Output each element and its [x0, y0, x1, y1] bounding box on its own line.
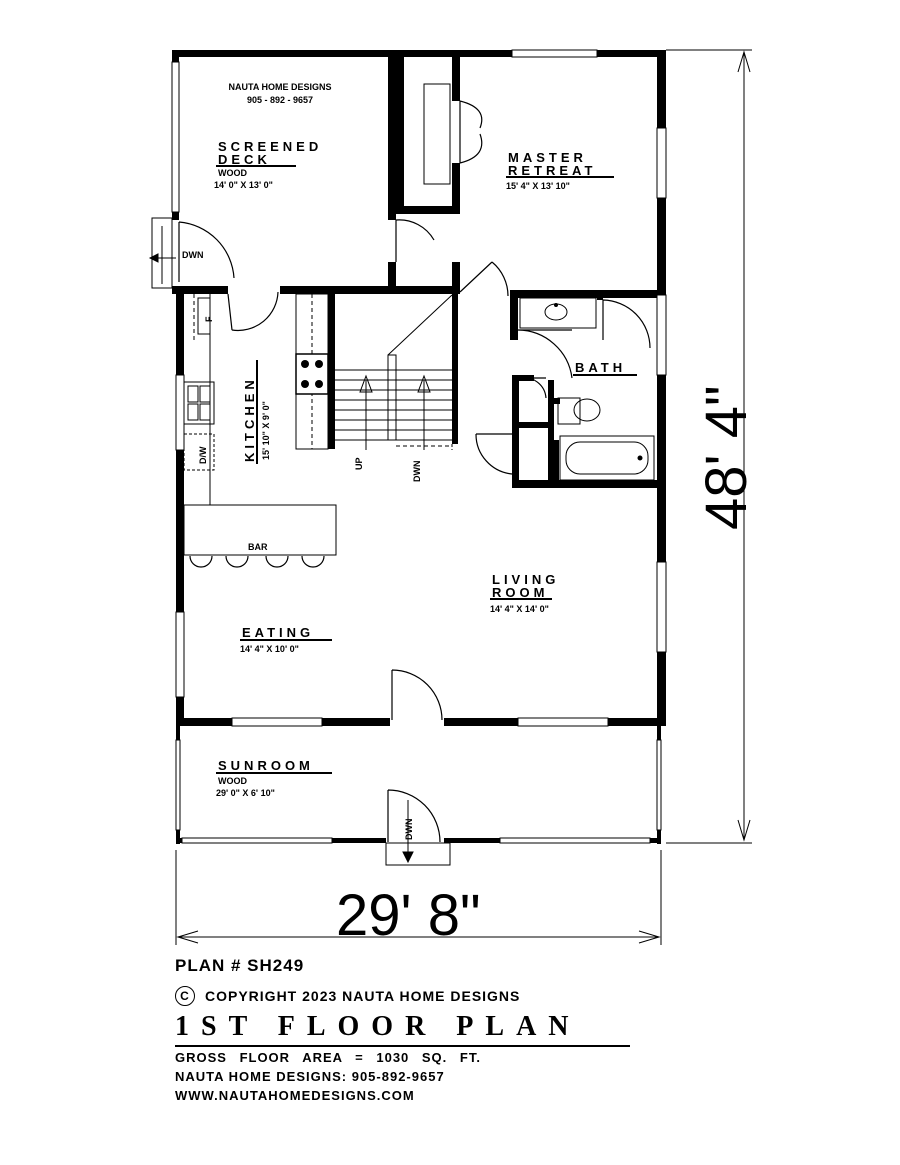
company-phone: 905 - 892 - 9657 — [247, 95, 313, 105]
website-link[interactable]: WWW.NAUTAHOMEDESIGNS.COM — [175, 1088, 415, 1103]
stair-up-label: UP — [354, 457, 364, 470]
bath-label: BATH — [575, 360, 626, 375]
copyright-line: C COPYRIGHT 2023 NAUTA HOME DESIGNS — [175, 986, 520, 1006]
dimension-lines — [175, 49, 752, 945]
sunroom-material: WOOD — [218, 776, 247, 786]
deck-step — [148, 226, 176, 284]
kitchen-counters — [183, 293, 337, 556]
stairs — [335, 294, 453, 450]
plan-title: 1ST FLOOR PLAN — [175, 1011, 581, 1042]
sunroom-dwn-label: DWN — [404, 819, 414, 841]
bar-label: BAR — [248, 542, 268, 552]
screened-deck-label-1: SCREENED — [218, 139, 322, 154]
stair-dwn-label: DWN — [412, 461, 422, 483]
kitchen-label: KITCHEN — [242, 376, 257, 462]
labels: NAUTA HOME DESIGNS 905 - 892 - 9657 SCRE… — [182, 82, 637, 840]
company-phone-line: NAUTA HOME DESIGNS: 905-892-9657 — [175, 1069, 445, 1084]
sunroom-label: SUNROOM — [218, 758, 314, 773]
master-retreat-size: 15' 4" X 13' 10" — [506, 181, 570, 191]
bath-fixtures — [519, 297, 655, 481]
bar-stools — [189, 555, 325, 568]
kitchen-size: 15' 10" X 9' 0" — [261, 401, 271, 460]
dishwasher-label: D/W — [198, 446, 208, 464]
range — [295, 353, 329, 395]
deck-dwn-label: DWN — [182, 250, 204, 260]
fridge-label: F — [204, 316, 214, 322]
closet — [423, 83, 451, 185]
living-room-label-2: ROOM — [492, 585, 548, 600]
sunroom-step — [385, 800, 451, 866]
living-room-size: 14' 4" X 14' 0" — [490, 604, 549, 614]
eating-label: EATING — [242, 625, 314, 640]
gross-floor-area: GROSS FLOOR AREA = 1030 SQ. FT. — [175, 1050, 481, 1065]
company-name: NAUTA HOME DESIGNS — [228, 82, 331, 92]
sunroom-size: 29' 0" X 6' 10" — [216, 788, 275, 798]
screened-deck-size: 14' 0" X 13' 0" — [214, 180, 273, 190]
master-retreat-label-1: MASTER — [508, 150, 587, 165]
copyright-text: COPYRIGHT 2023 NAUTA HOME DESIGNS — [205, 988, 521, 1004]
living-room-label-1: LIVING — [492, 572, 559, 587]
plan-number: PLAN # SH249 — [175, 956, 305, 975]
master-retreat-label-2: RETREAT — [508, 163, 596, 178]
windows — [171, 49, 667, 844]
eating-size: 14' 4" X 10' 0" — [240, 644, 299, 654]
interior-walls — [176, 50, 657, 488]
overall-width-dimension: 29' 8" — [336, 883, 481, 948]
screened-deck-material: WOOD — [218, 168, 247, 178]
doors — [151, 100, 651, 843]
copyright-icon: C — [175, 986, 195, 1006]
title-underline — [175, 1045, 630, 1047]
overall-depth-dimension: 48' 4" — [694, 385, 759, 530]
screened-deck-label-2: DECK — [218, 152, 271, 167]
